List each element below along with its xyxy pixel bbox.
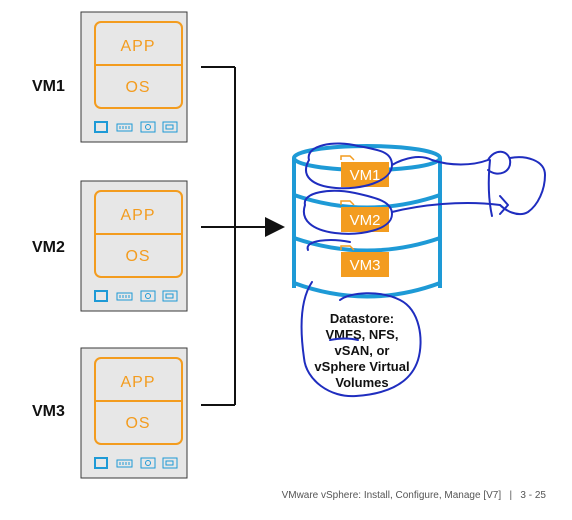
- memory-icon: [116, 459, 133, 468]
- disk-icon: [162, 457, 178, 469]
- monitor-icon: [94, 121, 108, 133]
- footer-separator: |: [509, 490, 513, 501]
- vm-tag-2-folder: [340, 200, 355, 206]
- vm3-frame: [80, 347, 188, 479]
- scribble-underline: [329, 337, 359, 341]
- nic-icon: [140, 457, 156, 469]
- vm-tag-3-text: VM3: [350, 257, 381, 274]
- vm1-group: VM1 APP OS: [32, 11, 188, 143]
- vm-tag-1-text: VM1: [350, 167, 381, 184]
- vm3-group: VM3 APP OS: [32, 347, 188, 479]
- vm-tag-3-folder: [340, 245, 355, 251]
- datastore-caption-line-3: vSAN, or: [335, 343, 390, 358]
- scribble-right-loop: [487, 150, 512, 175]
- datastore-drum: VM1 VM2 VM3: [292, 144, 442, 299]
- memory-icon: [116, 292, 133, 301]
- vm3-label: VM3: [32, 403, 65, 420]
- monitor-icon: [94, 290, 108, 302]
- nic-icon: [140, 290, 156, 302]
- monitor-icon: [94, 457, 108, 469]
- connector: [201, 66, 285, 406]
- drum-band-2: [293, 236, 441, 253]
- vm1-frame: [80, 11, 188, 143]
- vm3-os-text: OS: [125, 415, 150, 432]
- disk-icon: [162, 121, 178, 133]
- vm2-hardware-icons: [94, 290, 178, 302]
- datastore-caption-line-4: vSphere Virtual: [314, 359, 409, 374]
- vm-tag-1: [341, 162, 389, 187]
- datastore-caption: Datastore: VMFS, NFS, vSAN, or vSphere V…: [314, 311, 409, 390]
- page-footer: VMware vSphere: Install, Configure, Mana…: [282, 490, 546, 501]
- scribble-line-mid: [391, 201, 501, 213]
- vm2-frame: [80, 180, 188, 312]
- scribble-right-bulge: [499, 156, 546, 216]
- vm2-app-text: APP: [120, 207, 155, 224]
- vm1-label: VM1: [32, 78, 65, 95]
- vm-tag-2-text: VM2: [350, 212, 381, 229]
- nic-icon: [140, 121, 156, 133]
- vm1-hardware-icons: [94, 121, 178, 133]
- vm2-os-text: OS: [125, 248, 150, 265]
- memory-icon: [116, 123, 133, 132]
- footer-title: VMware vSphere: Install, Configure, Mana…: [281, 490, 502, 501]
- datastore-caption-line-1: Datastore:: [330, 311, 394, 326]
- scribble-caption-loop: [300, 281, 422, 398]
- vm1-app-text: APP: [120, 38, 155, 55]
- vm-tag-1-folder: [340, 155, 355, 161]
- vm1-os-text: OS: [125, 79, 150, 96]
- scribble-arrowhead: [499, 195, 509, 215]
- vm2-label: VM2: [32, 239, 65, 256]
- vm3-app-text: APP: [120, 374, 155, 391]
- scribble-line-top: [391, 156, 489, 166]
- scribble-right-stroke-1: [487, 159, 493, 217]
- handwritten-annotations: [300, 142, 546, 398]
- footer-page-number: 3 - 25: [520, 490, 546, 501]
- vm3-hardware-icons: [94, 457, 178, 469]
- vm2-group: VM2 APP OS: [32, 180, 188, 312]
- drum-bottom: [293, 281, 441, 299]
- datastore-caption-line-5: Volumes: [335, 375, 388, 390]
- drum-band-1: [293, 193, 441, 210]
- disk-icon: [162, 290, 178, 302]
- scribble-loop-vm2: [302, 190, 393, 235]
- vm-tag-3: [341, 252, 389, 277]
- scribble-drum-curve: [306, 239, 351, 251]
